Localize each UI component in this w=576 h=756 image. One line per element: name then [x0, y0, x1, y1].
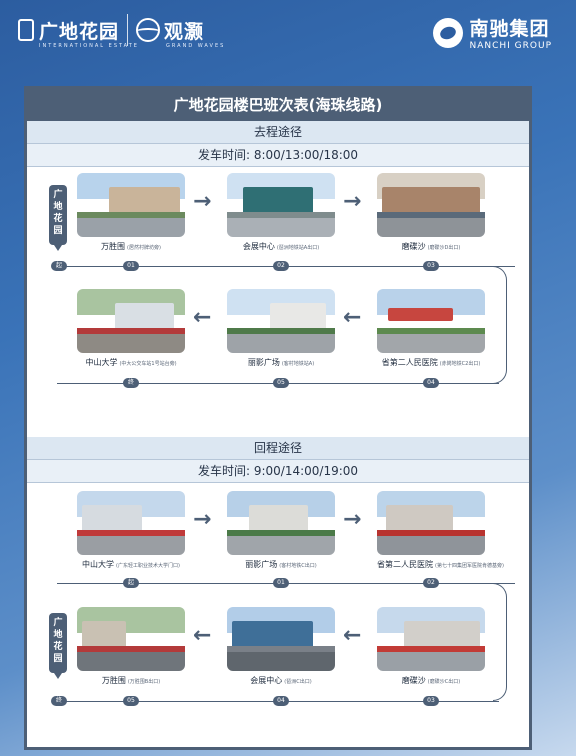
project2-sub: GRAND WAVES — [166, 42, 226, 49]
stop-name: 磨碟沙 — [401, 242, 426, 251]
arrow-left-icon: ← — [343, 305, 362, 330]
stop-photo — [377, 289, 485, 353]
end-marker: 终 — [51, 696, 67, 706]
stop-photo — [227, 607, 335, 671]
stop-photo — [377, 491, 485, 555]
arrow-right-icon: → — [193, 507, 212, 532]
stop-exit: (琶洲地铁站A出口) — [276, 245, 320, 251]
stop-photo — [227, 289, 335, 353]
schedule-title: 广地花园楼巴班次表(海珠线路) — [27, 89, 529, 121]
outbound-header: 去程途径 — [27, 121, 529, 144]
stop-exit: (广东轻工职业技术大学门口) — [116, 563, 180, 569]
stop-photo — [77, 289, 185, 353]
stop-photo — [77, 173, 185, 237]
arrow-left-icon: ← — [343, 623, 362, 648]
return-departure-times: 发车时间: 9:00/14:00/19:00 — [27, 460, 529, 483]
stop-exit: (客村地铁站A) — [281, 361, 315, 367]
outbound-departure-times: 发车时间: 8:00/13:00/18:00 — [27, 144, 529, 167]
project-logos: 广地花园 INTERNATIONAL ESTATE 观灏 GRAND WAVES — [18, 14, 223, 49]
developer-sub: NANCHI GROUP — [469, 41, 552, 51]
stop-exit: (第七十四集团军医院肯德基旁) — [435, 563, 504, 569]
stop-photo — [227, 173, 335, 237]
stop-exit: (琶洲C出口) — [284, 679, 312, 685]
stop-name: 会展中心 — [250, 676, 283, 685]
project2-name: 观灏 — [164, 20, 205, 43]
return-route: 中山大学(广东轻工职业技术大学门口) → 丽影广场(客村地铁C出口) → 省第二… — [27, 483, 529, 753]
return-stop-6: 万胜围(万胜围B出口) — [77, 607, 185, 686]
stop-exit: (万胜围B出口) — [127, 679, 161, 685]
return-header: 回程途径 — [27, 437, 529, 460]
arrow-left-icon: ← — [193, 623, 212, 648]
developer-name: 南驰集团 — [469, 18, 550, 40]
outbound-stop-1: 万胜围(居然村牌坊旁) — [77, 173, 185, 252]
schedule-panel: 广地花园楼巴班次表(海珠线路) 去程途径 发车时间: 8:00/13:00/18… — [24, 86, 532, 750]
stop-number: 01 — [273, 578, 289, 588]
end-marker: 终 — [123, 378, 139, 388]
stop-name: 丽影广场 — [247, 358, 280, 367]
stop-exit: (赤岗地铁C2出口) — [439, 361, 481, 367]
start-marker: 起 — [123, 578, 139, 588]
start-marker: 起 — [51, 261, 67, 271]
outbound-stop-6: 中山大学(中大公交车站1号站台旁) — [77, 289, 185, 368]
stop-exit: (居然村牌坊旁) — [127, 245, 161, 251]
outbound-stop-2: 会展中心(琶洲地铁站A出口) — [227, 173, 335, 252]
stop-name: 磨碟沙 — [401, 676, 426, 685]
route-turn — [493, 583, 507, 701]
stop-name: 万胜围 — [101, 242, 126, 251]
stop-photo — [227, 491, 335, 555]
return-stop-3: 省第二人民医院(第七十四集团军医院肯德基旁) — [377, 491, 504, 570]
stop-name: 中山大学 — [85, 358, 118, 367]
stop-number: 05 — [273, 378, 289, 388]
stop-exit: (磨碟沙C出口) — [427, 679, 461, 685]
stop-number: 04 — [273, 696, 289, 706]
project-logo-icon — [18, 19, 34, 41]
stop-exit: (磨碟沙D出口) — [427, 245, 461, 251]
project-sub: INTERNATIONAL ESTATE — [39, 42, 139, 49]
stop-name: 万胜围 — [101, 676, 126, 685]
return-stop-1: 中山大学(广东轻工职业技术大学门口) — [77, 491, 185, 570]
stop-number: 04 — [423, 378, 439, 388]
stop-number: 05 — [123, 696, 139, 706]
arrow-left-icon: ← — [193, 305, 212, 330]
outbound-route: 广地花园 万胜围(居然村牌坊旁) → 会展中心(琶洲地铁站A出口) → — [27, 167, 529, 437]
stop-name: 省第二人民医院 — [381, 358, 438, 367]
stop-photo — [377, 607, 485, 671]
route-turn — [493, 266, 507, 384]
return-stop-5: 会展中心(琶洲C出口) — [227, 607, 335, 686]
stop-number: 01 — [123, 261, 139, 271]
arrow-right-icon: → — [193, 189, 212, 214]
stop-number: 03 — [423, 696, 439, 706]
stop-exit: (中大公交车站1号站台旁) — [119, 361, 177, 367]
top-branding-bar: 广地花园 INTERNATIONAL ESTATE 观灏 GRAND WAVES… — [0, 0, 576, 62]
stop-photo — [77, 491, 185, 555]
outbound-stop-5: 丽影广场(客村地铁站A) — [227, 289, 335, 368]
return-stop-2: 丽影广场(客村地铁C出口) — [227, 491, 335, 570]
arrow-right-icon: → — [343, 507, 362, 532]
stop-number: 02 — [423, 578, 439, 588]
return-stop-4: 磨碟沙(磨碟沙C出口) — [377, 607, 485, 686]
stop-name: 丽影广场 — [245, 560, 278, 569]
stop-number: 03 — [423, 261, 439, 271]
stop-exit: (客村地铁C出口) — [279, 563, 317, 569]
project-name: 广地花园 — [39, 20, 120, 43]
wave-logo-icon — [136, 18, 161, 42]
stop-name: 省第二人民医院 — [377, 560, 433, 569]
outbound-stop-3: 磨碟沙(磨碟沙D出口) — [377, 173, 485, 252]
stop-name: 中山大学 — [82, 560, 115, 569]
stop-photo — [377, 173, 485, 237]
outbound-start-tag: 广地花园 — [49, 185, 67, 251]
stop-number: 02 — [273, 261, 289, 271]
stop-name: 会展中心 — [242, 242, 275, 251]
logo-divider — [127, 14, 129, 46]
arrow-right-icon: → — [343, 189, 362, 214]
return-end-tag: 广地花园 — [49, 613, 67, 679]
outbound-stop-4: 省第二人民医院(赤岗地铁C2出口) — [377, 289, 485, 368]
developer-logo: 南驰集团 NANCHI GROUP — [433, 14, 552, 51]
nanchi-logo-icon — [433, 17, 464, 48]
stop-photo — [77, 607, 185, 671]
